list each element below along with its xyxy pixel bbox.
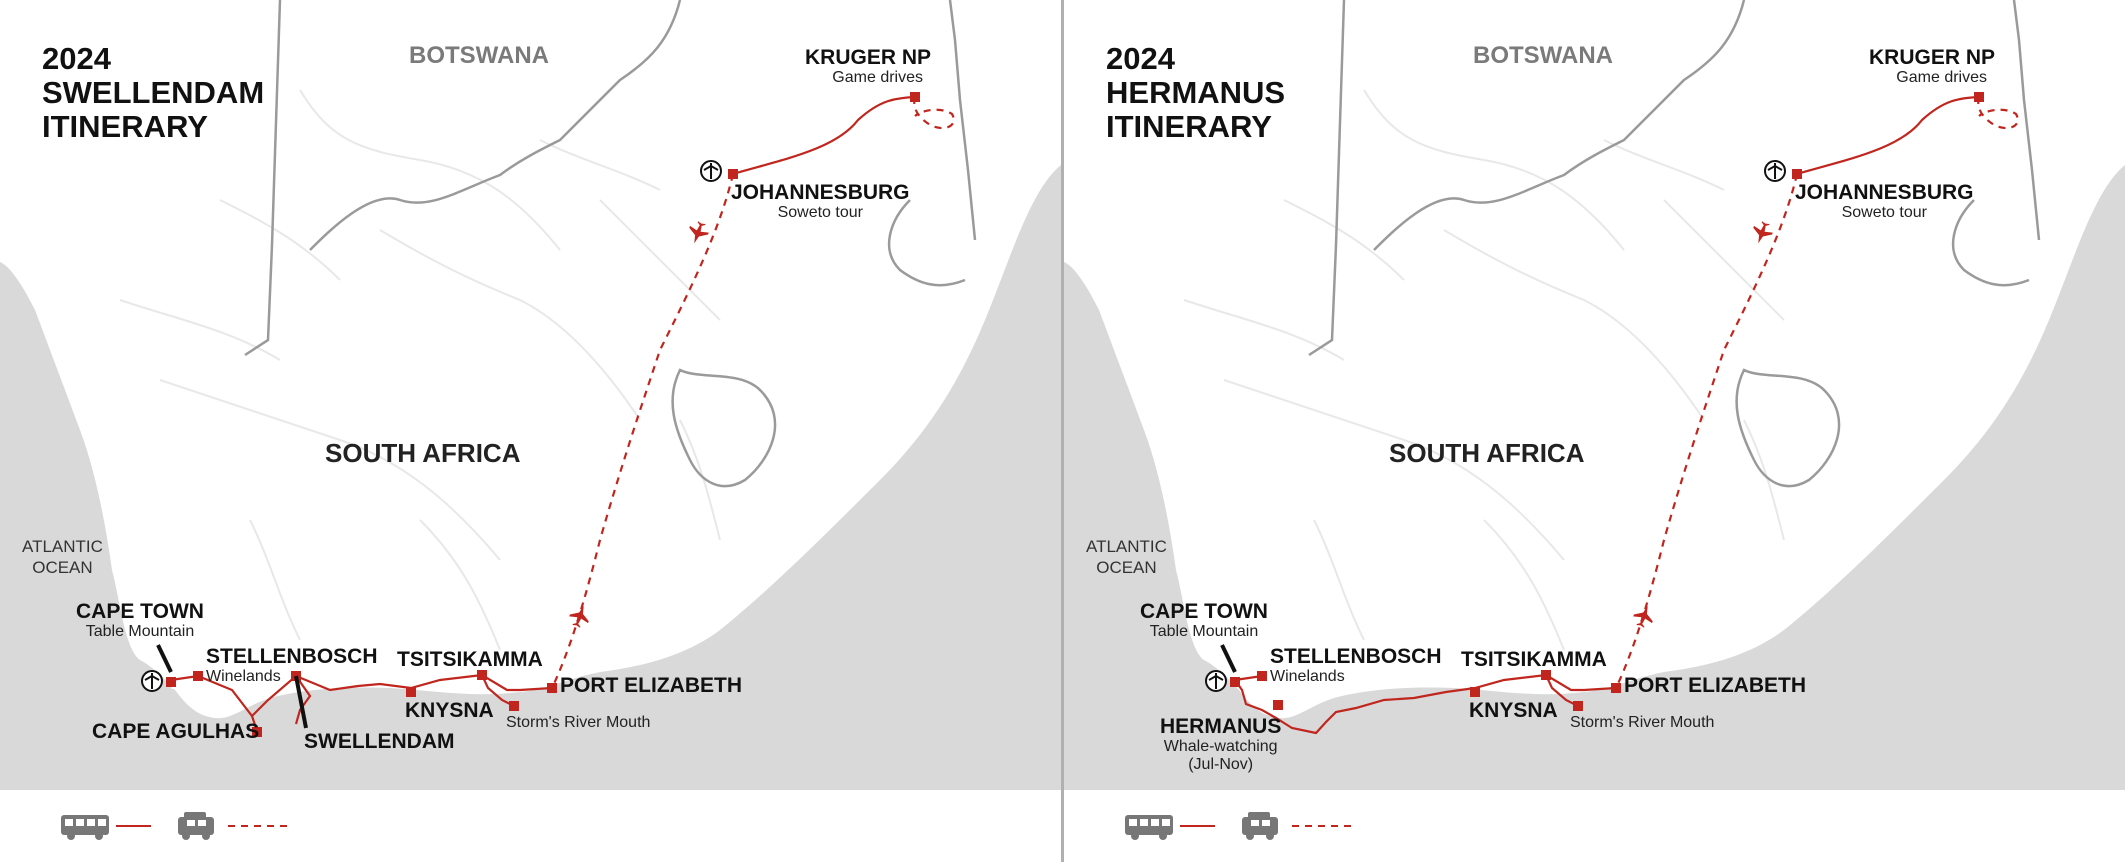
- cape-town-marker: [166, 677, 176, 687]
- bus-icon: [1125, 815, 1173, 840]
- cape-agulhas-marker: [252, 727, 262, 737]
- swellendam-label: SWELLENDAM: [304, 730, 455, 753]
- storms-river-marker: [509, 701, 519, 711]
- ocean-label: ATLANTIC OCEAN: [1086, 537, 1167, 577]
- airport-icon: [141, 670, 163, 692]
- ocean-label: ATLANTIC OCEAN: [22, 537, 103, 577]
- title-line: ITINERARY: [1106, 109, 1272, 144]
- map-graphic: [1064, 0, 2125, 862]
- country-label: SOUTH AFRICA: [325, 438, 521, 468]
- kruger-marker: [910, 92, 920, 102]
- rivers: [1183, 89, 1785, 651]
- stellenbosch-marker: [1257, 671, 1267, 681]
- borders: [1308, 0, 2041, 488]
- stellenbosch-label: STELLENBOSCH Winelands: [206, 645, 378, 686]
- title-line: SWELLENDAM: [42, 75, 265, 110]
- plane-icon: [1633, 605, 1653, 628]
- neighbor-country-label: BOTSWANA: [1473, 42, 1613, 69]
- country-label: SOUTH AFRICA: [1389, 438, 1585, 468]
- storms-river-marker: [1573, 701, 1583, 711]
- jeep-icon: [178, 812, 214, 840]
- title-line: 2024: [42, 41, 111, 76]
- route-markers: [1230, 92, 1984, 711]
- port-elizabeth-marker: [1611, 683, 1621, 693]
- storms-river-label: Storm's River Mouth: [1570, 714, 1715, 731]
- cape-town-label: CAPE TOWN Table Mountain: [1140, 600, 1268, 641]
- hermanus-itinerary-map: 2024 HERMANUS ITINERARY BOTSWANA SOUTH A…: [1064, 0, 2125, 862]
- port-elizabeth-marker: [547, 683, 557, 693]
- tsitsikamma-marker: [1541, 670, 1551, 680]
- plane-icon: [689, 221, 709, 244]
- johannesburg-label: JOHANNESBURG Soweto tour: [1795, 181, 1974, 222]
- knysna-marker: [1470, 687, 1480, 697]
- airport-icon: [1764, 160, 1786, 182]
- rivers: [119, 89, 721, 651]
- neighbor-country-label: BOTSWANA: [409, 42, 549, 69]
- title-line: ITINERARY: [42, 109, 208, 144]
- johannesburg-label: JOHANNESBURG Soweto tour: [731, 181, 910, 222]
- map-title: 2024 SWELLENDAM ITINERARY: [42, 42, 264, 144]
- tsitsikamma-label: TSITSIKAMMA: [1461, 648, 1607, 671]
- legend-background: [1064, 790, 2125, 862]
- airport-icon: [1205, 670, 1227, 692]
- kruger-label: KRUGER NP Game drives: [1869, 46, 1996, 87]
- stellenbosch-marker: [193, 671, 203, 681]
- knysna-label: KNYSNA: [405, 699, 494, 722]
- knysna-label: KNYSNA: [1469, 699, 1558, 722]
- johannesburg-marker: [1792, 169, 1802, 179]
- cape-town-label: CAPE TOWN Table Mountain: [76, 600, 204, 641]
- pointer-lines: [156, 644, 308, 729]
- jeep-icon: [1242, 812, 1278, 840]
- knysna-marker: [406, 687, 416, 697]
- borders: [244, 0, 977, 488]
- route-solid: [170, 95, 916, 732]
- airport-icon: [700, 160, 722, 182]
- plane-icon: [569, 605, 589, 628]
- tsitsikamma-label: TSITSIKAMMA: [397, 648, 543, 671]
- johannesburg-marker: [728, 169, 738, 179]
- port-elizabeth-label: PORT ELIZABETH: [1624, 674, 1806, 697]
- panel-divider: [1061, 0, 1064, 862]
- kruger-label: KRUGER NP Game drives: [805, 46, 932, 87]
- pointer-lines: [1220, 644, 1237, 673]
- map-title: 2024 HERMANUS ITINERARY: [1106, 42, 1285, 144]
- land-area: [1064, 0, 2125, 719]
- kruger-marker: [1974, 92, 1984, 102]
- cape-agulhas-label: CAPE AGULHAS: [92, 720, 260, 743]
- cape-town-marker: [1230, 677, 1240, 687]
- tsitsikamma-marker: [477, 670, 487, 680]
- hermanus-marker: [1273, 700, 1283, 710]
- stellenbosch-label: STELLENBOSCH Winelands: [1270, 645, 1442, 686]
- port-elizabeth-label: PORT ELIZABETH: [560, 674, 742, 697]
- map-graphic: [0, 0, 1061, 862]
- swellendam-itinerary-map: 2024 SWELLENDAM ITINERARY BOTSWANA SOUTH…: [0, 0, 1061, 862]
- storms-river-label: Storm's River Mouth: [506, 714, 651, 731]
- plane-icon: [1753, 221, 1773, 244]
- legend-background: [0, 790, 1061, 862]
- land-area: [0, 0, 1061, 719]
- hermanus-label: HERMANUS Whale-watching (Jul-Nov): [1160, 715, 1282, 774]
- title-line: 2024: [1106, 41, 1175, 76]
- bus-icon: [61, 815, 109, 840]
- title-line: HERMANUS: [1106, 75, 1286, 110]
